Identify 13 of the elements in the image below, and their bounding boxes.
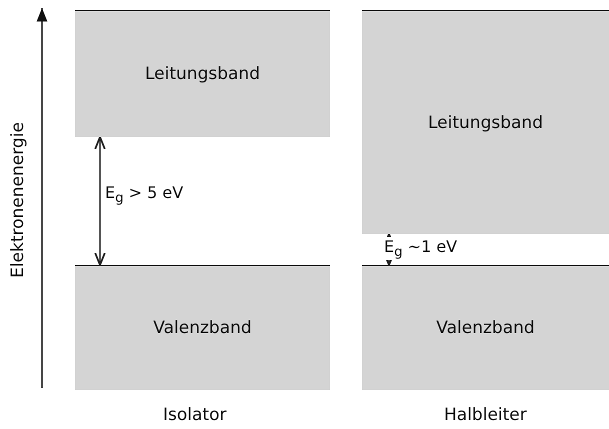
band-label: Valenzband [153, 318, 252, 338]
band-box [75, 265, 330, 390]
axis-label: Elektronenenergie [8, 122, 28, 278]
double-arrow [94, 136, 106, 266]
band-label: Valenzband [436, 318, 535, 338]
band-box [75, 10, 330, 137]
band-label: Leitungsband [145, 64, 260, 84]
band-label: Leitungsband [428, 112, 543, 132]
column-label: Halbleiter [444, 405, 527, 425]
edge-label: E$_{g}$ ~1 eV [382, 237, 460, 260]
band-box [362, 10, 609, 234]
band-box [362, 265, 609, 390]
column-label: Isolator [163, 405, 226, 425]
